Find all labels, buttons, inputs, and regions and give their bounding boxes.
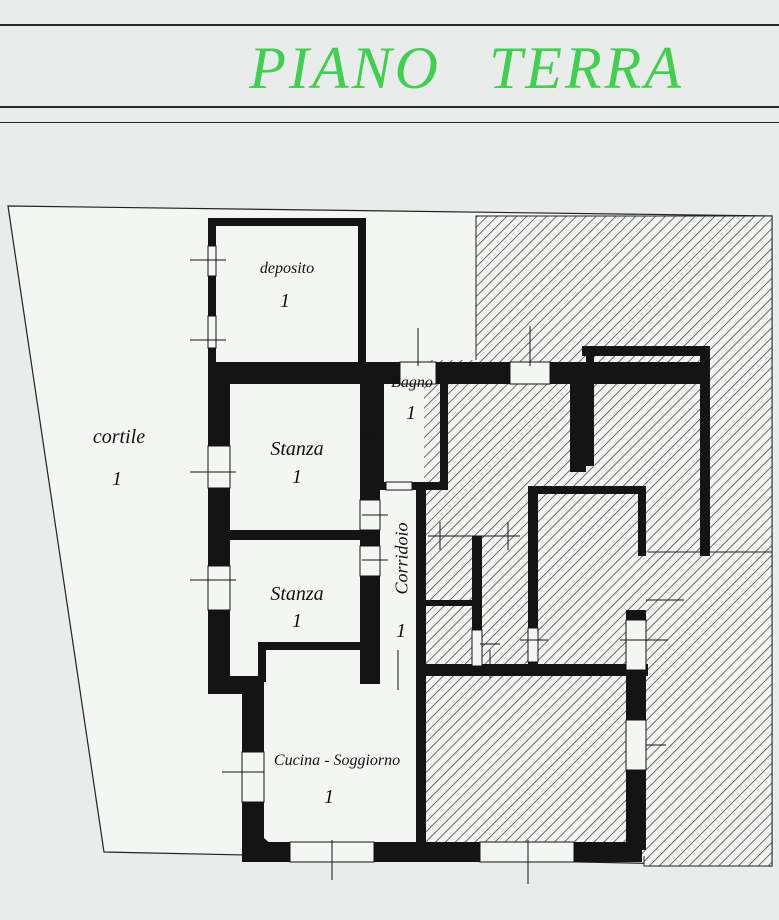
tick-marks (190, 259, 684, 884)
room-number-cortile: 1 (112, 468, 122, 490)
room-number-stanza-1: 1 (292, 466, 302, 488)
room-label-cortile: cortile (92, 426, 146, 448)
room-number-stanza-2: 1 (292, 610, 302, 632)
room-label-stanza-1: Stanza (270, 438, 324, 460)
door-marker (264, 838, 278, 850)
openings (207, 245, 647, 863)
hatched-area-bottom (424, 670, 646, 856)
room-label-bagno: Bagno (391, 374, 433, 391)
title-word-1: PIANO (249, 35, 442, 101)
room-label-stanza-2: Stanza (270, 583, 324, 605)
title-word-2: TERRA (489, 35, 684, 101)
room-label-cucina-soggiorno: Cucina - Soggiorno (273, 752, 401, 769)
door-marker (364, 430, 372, 442)
title-underline-rule (0, 106, 779, 108)
room-number-deposito: 1 (280, 290, 290, 312)
door-marker (570, 452, 586, 472)
room-number-corridoio: 1 (396, 620, 406, 642)
room-label-deposito: deposito (259, 260, 315, 277)
lower-rule (0, 122, 779, 123)
hatched-area-right (643, 551, 773, 867)
room-number-bagno: 1 (406, 402, 416, 424)
room-label-corridoio: Corridoio (391, 522, 412, 595)
top-rule (0, 24, 779, 26)
room-number-cucina-soggiorno: 1 (324, 786, 334, 808)
page-title: PIANO TERRA (0, 28, 779, 108)
